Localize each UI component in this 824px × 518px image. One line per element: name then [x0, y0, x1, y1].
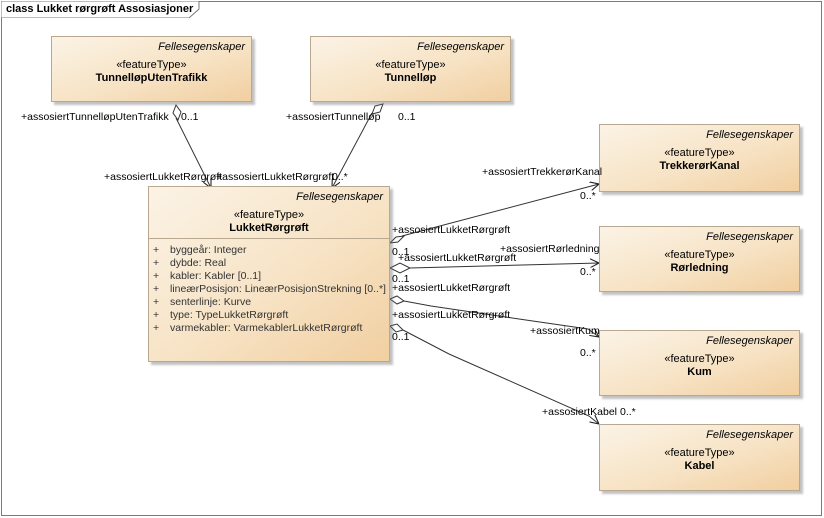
class-lukket-rorgroft[interactable]: Fellesegenskaper «featureType» LukketRør… — [148, 186, 390, 362]
role-label: +assosiertKabel — [542, 406, 618, 418]
role-label: +assosiertRørledning — [500, 243, 600, 255]
class-name: LukketRørgrøft — [229, 222, 309, 234]
role-label: +assosiertLukketRørgrøft — [104, 171, 223, 183]
role-label: +assosiertKum — [530, 325, 600, 337]
multiplicity-label: 0..* — [332, 171, 348, 183]
multiplicity-label: 0..1 — [181, 111, 199, 123]
frame-title-tab — [1, 1, 200, 18]
class-name: Tunnelløp — [384, 72, 437, 84]
class-name: TrekkerørKanal — [659, 160, 740, 172]
class-stereotype: «featureType» — [116, 59, 187, 71]
role-label: +assosiertLukketRørgrøft — [398, 252, 517, 264]
attribute-separator — [149, 238, 389, 239]
class-package: Fellesegenskaper — [158, 41, 245, 53]
multiplicity-label: 0..1 — [392, 331, 410, 343]
class-name: Rørledning — [670, 262, 729, 274]
multiplicity-label: 0..* — [580, 190, 596, 202]
class-kum[interactable]: Fellesegenskaper «featureType» Kum — [599, 330, 800, 396]
class-stereotype: «featureType» — [664, 353, 735, 365]
diagram-title: class Lukket rørgrøft Assosiasjoner — [6, 3, 194, 15]
role-label: +assosiertTunnelløpUtenTrafikk — [21, 111, 169, 123]
attribute-row: +senterlinje: Kurve — [153, 296, 252, 308]
class-package: Fellesegenskaper — [706, 129, 793, 141]
multiplicity-label: 0..* — [580, 347, 596, 359]
attribute-row: +kabler: Kabler [0..1] — [153, 270, 262, 282]
role-label: +assosiertLukketRørgrøft — [216, 171, 335, 183]
assoc-rorledning[interactable] — [388, 263, 599, 274]
role-label: +assosiertLukketRørgrøft — [392, 282, 511, 294]
class-name: Kabel — [684, 460, 715, 472]
attribute-row: +lineærPosisjon: LineærPosisjonStrekning… — [153, 283, 386, 295]
role-label: +assosiertLukketRørgrøft — [392, 309, 511, 321]
attribute-row: +byggeår: Integer — [153, 244, 247, 256]
class-trekkeror-kanal[interactable]: Fellesegenskaper «featureType» Trekkerør… — [599, 124, 800, 192]
class-package: Fellesegenskaper — [706, 231, 793, 243]
assoc-tunnellop[interactable] — [332, 103, 384, 188]
class-tunnellop-uten-trafikk[interactable]: Fellesegenskaper «featureType» Tunnelløp… — [51, 36, 252, 102]
assoc-tunnellop-uten-trafikk[interactable] — [172, 103, 211, 188]
attribute-row: +type: TypeLukketRørgrøft — [153, 309, 289, 321]
attribute-row: +dybde: Real — [153, 257, 227, 269]
multiplicity-label: 0..1 — [392, 246, 410, 258]
multiplicity-label: 0..1 — [398, 111, 416, 123]
attribute-row: +varmekabler: VarmekablerLukketRørgrøft — [153, 322, 363, 334]
class-package: Fellesegenskaper — [706, 335, 793, 347]
assoc-trekkeror-kanal[interactable] — [388, 184, 599, 244]
assoc-kabel[interactable] — [389, 323, 599, 424]
multiplicity-label: 0..* — [620, 406, 636, 418]
class-kabel[interactable]: Fellesegenskaper «featureType» Kabel — [599, 424, 800, 491]
role-label: +assosiertTunnelløp — [286, 111, 381, 123]
class-name: Kum — [687, 366, 712, 378]
multiplicity-label: 0..* — [580, 266, 596, 278]
role-label: +assosiertLukketRørgrøft — [392, 224, 511, 236]
class-stereotype: «featureType» — [664, 249, 735, 261]
class-package: Fellesegenskaper — [296, 191, 383, 203]
role-label: +assosiertTrekkerørKanal — [482, 166, 603, 178]
class-package: Fellesegenskaper — [417, 41, 504, 53]
class-stereotype: «featureType» — [664, 147, 735, 159]
class-stereotype: «featureType» — [233, 209, 305, 221]
class-tunnellop[interactable]: Fellesegenskaper «featureType» Tunnelløp — [310, 36, 511, 102]
class-stereotype: «featureType» — [664, 447, 735, 459]
class-package: Fellesegenskaper — [706, 429, 793, 441]
multiplicity-label: 0..1 — [392, 273, 410, 285]
assoc-kum[interactable] — [388, 295, 599, 337]
class-rorledning[interactable]: Fellesegenskaper «featureType» Rørlednin… — [599, 226, 800, 292]
class-name: TunnelløpUtenTrafikk — [95, 72, 208, 84]
class-stereotype: «featureType» — [375, 59, 446, 71]
